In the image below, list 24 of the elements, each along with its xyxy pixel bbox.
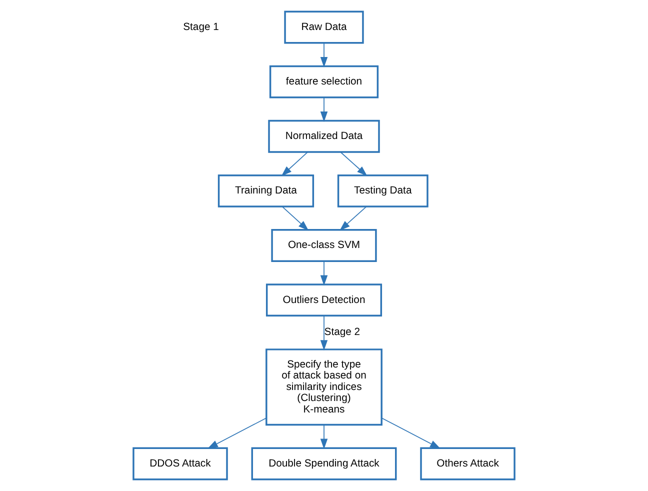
node-box: Normalized Data — [268, 120, 380, 153]
arrow — [320, 97, 328, 122]
node-box: Training Data — [218, 174, 314, 208]
arrow — [320, 315, 328, 350]
arrow — [320, 424, 328, 450]
node-box: One-class SVM — [271, 229, 377, 262]
node-box: Double Spending Attack — [251, 447, 397, 480]
arrow — [281, 152, 308, 176]
arrow — [320, 260, 328, 286]
arrow — [208, 418, 267, 449]
node-box: Raw Data — [284, 10, 364, 44]
edge-label: Stage 2 — [324, 327, 360, 338]
arrow — [320, 42, 328, 68]
node-box: Testing Data — [337, 174, 428, 208]
label: Stage 1 — [183, 22, 219, 33]
node-box: Outliers Detection — [266, 284, 382, 317]
arrow — [282, 206, 309, 231]
arrow — [381, 418, 440, 449]
node-box: Others Attack — [420, 447, 516, 480]
node-box: DDOS Attack — [132, 447, 228, 480]
arrow — [340, 206, 367, 231]
node-box: feature selection — [269, 65, 379, 98]
node-box: Specify the type of attack based on similarity indices (Clustering) K-means — [266, 348, 382, 426]
arrow — [340, 152, 368, 176]
